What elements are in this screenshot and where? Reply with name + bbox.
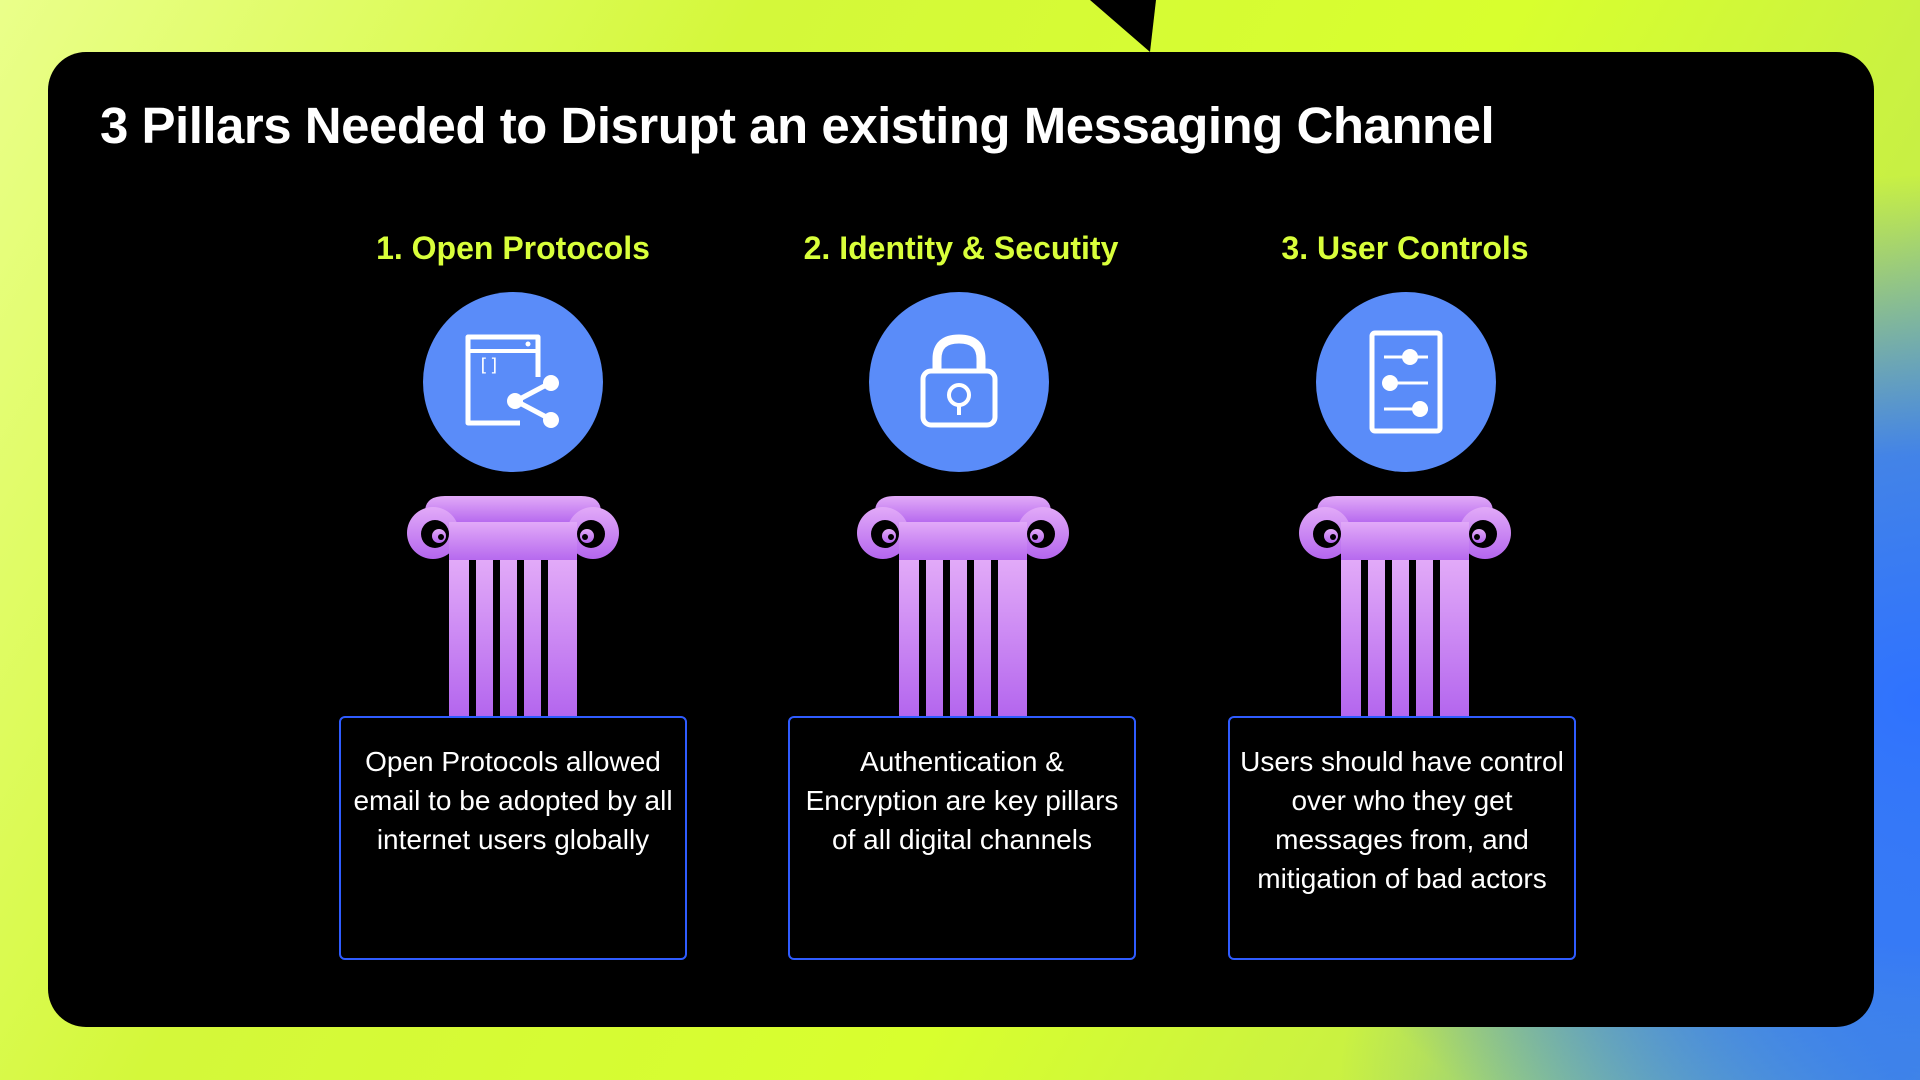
pillar-number: 1. bbox=[376, 230, 403, 266]
pillar-heading: 2. Identity & Secutity bbox=[781, 230, 1141, 267]
open-protocol-share-icon: [] bbox=[423, 292, 603, 472]
pillar-column-graphic bbox=[857, 496, 1069, 716]
pillar-heading: 1. Open Protocols bbox=[333, 230, 693, 267]
slide-title: 3 Pillars Needed to Disrupt an existing … bbox=[100, 97, 1495, 154]
pillar-number: 2. bbox=[803, 230, 831, 266]
pillar-description: Open Protocols allowed email to be adopt… bbox=[353, 746, 673, 855]
pillar-column-graphic bbox=[407, 496, 619, 716]
pillar-description-box: Open Protocols allowed email to be adopt… bbox=[339, 716, 687, 960]
pillar-heading-text: Identity & Secutity bbox=[839, 230, 1119, 266]
pillar-description-box: Users should have control over who they … bbox=[1228, 716, 1576, 960]
pillar-column-graphic bbox=[1299, 496, 1511, 716]
pillar-heading-text: User Controls bbox=[1316, 230, 1529, 266]
pillar-heading: 3. User Controls bbox=[1225, 230, 1585, 267]
corner-decoration bbox=[1090, 0, 1156, 52]
svg-text:[]: [] bbox=[478, 355, 500, 376]
pillar-heading-text: Open Protocols bbox=[411, 230, 650, 266]
settings-sliders-icon bbox=[1316, 292, 1496, 472]
pillar-description: Authentication & Encryption are key pill… bbox=[805, 746, 1119, 855]
pillar-description-box: Authentication & Encryption are key pill… bbox=[788, 716, 1136, 960]
padlock-icon bbox=[869, 292, 1049, 472]
pillar-description: Users should have control over who they … bbox=[1240, 746, 1564, 894]
pillar-number: 3. bbox=[1281, 230, 1309, 266]
